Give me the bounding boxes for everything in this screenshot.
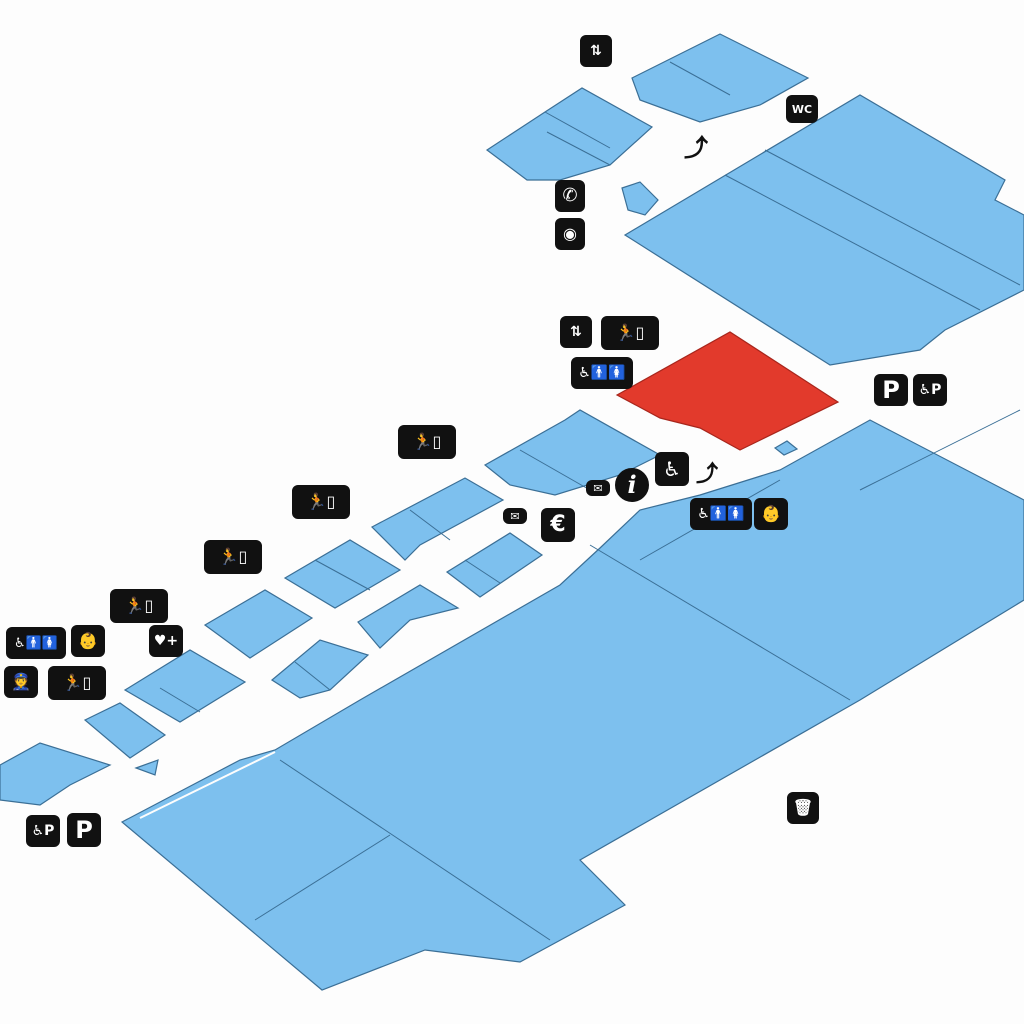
accessible-toilets-icon[interactable]: ♿🚹🚺 bbox=[690, 498, 752, 530]
accessible-toilets-icon[interactable]: ♿🚹🚺 bbox=[6, 627, 66, 659]
anchor-store-south[interactable] bbox=[120, 419, 1024, 991]
shop-unit[interactable] bbox=[485, 87, 654, 181]
emergency-exit-icon[interactable]: 🏃▯ bbox=[48, 666, 106, 700]
emergency-exit-icon[interactable]: 🏃▯ bbox=[292, 485, 350, 519]
selected-store[interactable] bbox=[615, 331, 840, 451]
accessible-parking-icon[interactable]: ♿P bbox=[26, 815, 60, 847]
accessible-icon[interactable]: ♿ bbox=[655, 452, 689, 486]
emergency-exit-icon[interactable]: 🏃▯ bbox=[110, 589, 168, 623]
emergency-exit-icon[interactable]: 🏃▯ bbox=[398, 425, 456, 459]
shop-unit[interactable] bbox=[357, 584, 460, 649]
escalator-icon[interactable]: ⤴ bbox=[684, 134, 708, 162]
defibrillator-icon[interactable]: ♥+ bbox=[149, 625, 183, 657]
shop-unit[interactable] bbox=[283, 539, 402, 609]
shop-unit[interactable] bbox=[83, 702, 167, 759]
baby-care-icon[interactable]: 👶 bbox=[71, 625, 105, 657]
shop-unit[interactable] bbox=[621, 181, 659, 216]
accessible-parking-icon[interactable]: ♿P bbox=[913, 374, 947, 406]
mail-icon[interactable]: ✉ bbox=[586, 480, 610, 496]
shop-unit[interactable] bbox=[631, 33, 810, 123]
mail-icon[interactable]: ✉ bbox=[503, 508, 527, 524]
phone-icon[interactable]: ✆ bbox=[555, 180, 585, 212]
emergency-exit-icon[interactable]: 🏃▯ bbox=[601, 316, 659, 350]
shop-unit[interactable] bbox=[123, 649, 247, 723]
shop-unit[interactable] bbox=[445, 532, 544, 598]
baby-care-icon[interactable]: 👶 bbox=[754, 498, 788, 530]
information-icon[interactable]: i bbox=[615, 468, 649, 502]
parking-icon[interactable]: P bbox=[67, 813, 101, 847]
emergency-exit-icon[interactable]: 🏃▯ bbox=[204, 540, 262, 574]
shop-unit[interactable] bbox=[0, 742, 112, 806]
anchor-store-north[interactable] bbox=[623, 94, 1024, 366]
trash-bin-icon[interactable]: 🗑 bbox=[787, 792, 819, 824]
toilets-icon[interactable]: WC bbox=[786, 95, 818, 123]
shop-unit[interactable] bbox=[134, 759, 159, 776]
accessible-toilets-icon[interactable]: ♿🚹🚺 bbox=[571, 357, 633, 389]
elevator-icon[interactable]: ⇅ bbox=[580, 35, 612, 67]
shop-unit[interactable] bbox=[203, 589, 314, 659]
elevator-icon[interactable]: ⇅ bbox=[560, 316, 592, 348]
shop-unit[interactable] bbox=[371, 477, 505, 561]
shop-unit[interactable] bbox=[483, 409, 662, 496]
escalator-icon[interactable]: ⤴ bbox=[695, 462, 718, 487]
security-icon[interactable]: 👮 bbox=[4, 666, 38, 698]
parking-icon[interactable]: P bbox=[874, 374, 908, 406]
shop-unit[interactable] bbox=[270, 639, 370, 699]
shop-unit[interactable] bbox=[773, 440, 799, 456]
atm-icon[interactable]: ◉ bbox=[555, 218, 585, 250]
currency-exchange-icon[interactable]: € bbox=[541, 508, 575, 542]
